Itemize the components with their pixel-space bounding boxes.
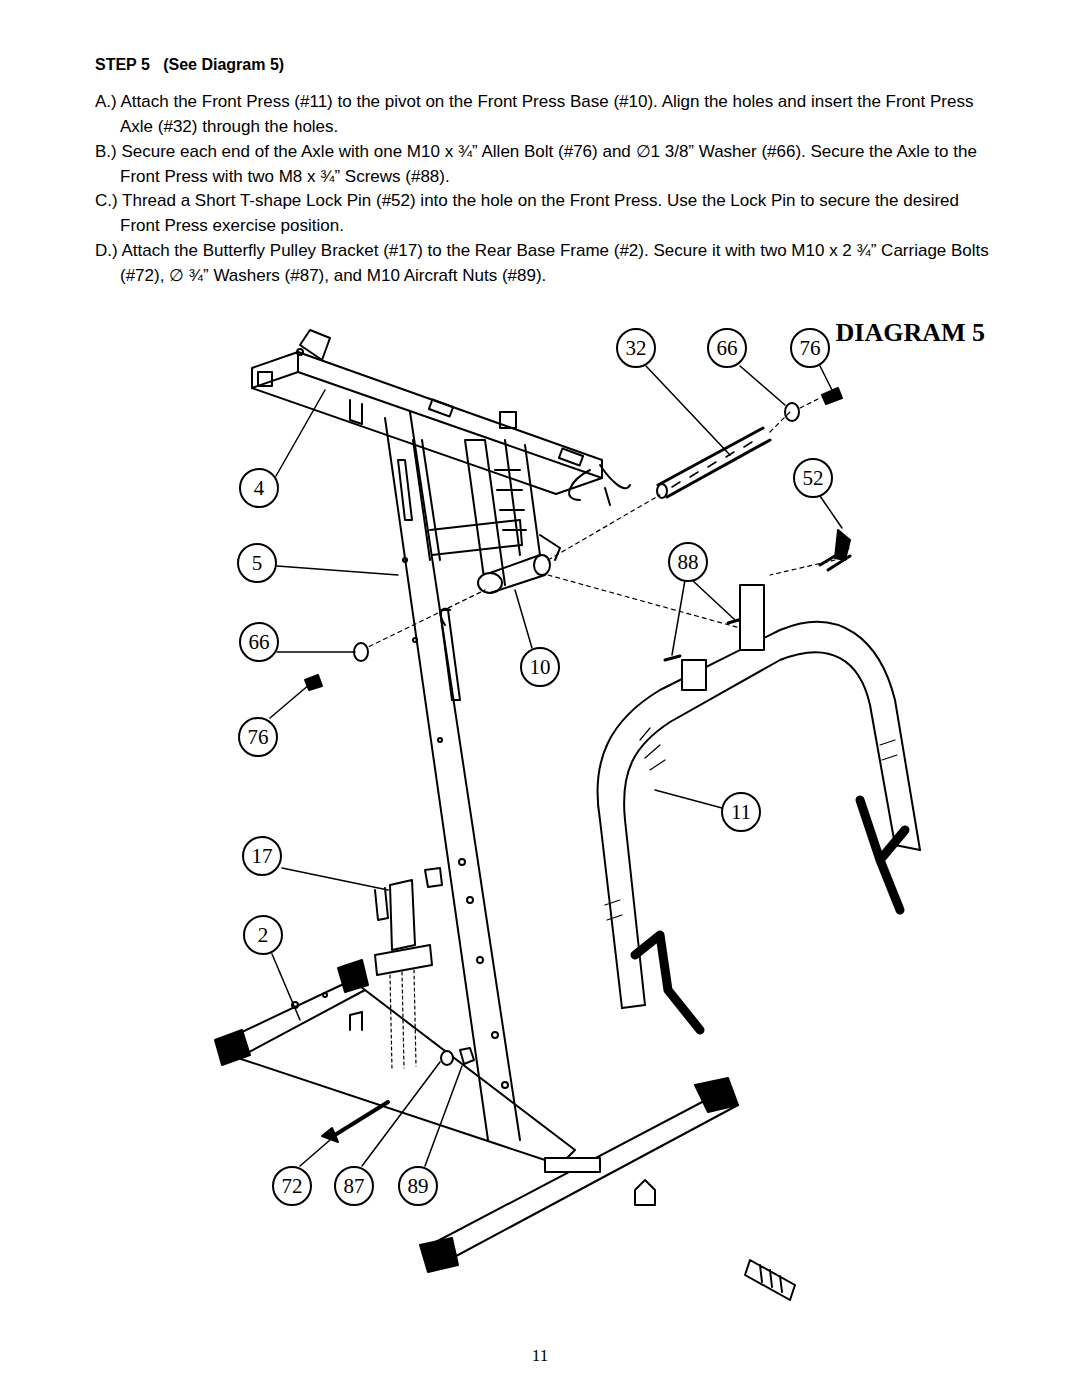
callout-text: 66 [249,630,270,655]
instruction-text: A.) Attach the Front Press (#11) to the … [95,90,990,139]
instruction-text: B.) Secure each end of the Axle with one… [95,140,990,189]
callout-number: 32 [616,328,656,368]
callout-number: 10 [520,647,560,687]
callout-number: 87 [334,1166,374,1206]
callout-text: 76 [800,336,821,361]
callout-text: 88 [678,550,699,575]
callout-number: 89 [398,1166,438,1206]
callout-text: 10 [530,655,551,680]
callout-number: 66 [239,622,279,662]
callout-text: 4 [254,476,265,501]
callout-text: 72 [282,1174,303,1199]
callout-text: 52 [803,466,824,491]
callout-number: 72 [272,1166,312,1206]
callout-number: 76 [790,328,830,368]
instruction-text: D.) Attach the Butterfly Pulley Bracket … [95,239,990,288]
callout-number: 17 [242,836,282,876]
callout-number: 5 [237,543,277,583]
callout-number: 11 [721,792,761,832]
callout-text: 87 [344,1174,365,1199]
callout-text: 17 [252,844,273,869]
page-number: 11 [532,1346,548,1366]
callout-number: 52 [793,458,833,498]
callout-text: 2 [258,923,269,948]
callout-number: 76 [238,717,278,757]
callout-number: 88 [668,542,708,582]
callout-number: 66 [707,328,747,368]
callout-text: 89 [408,1174,429,1199]
instruction-text: C.) Thread a Short T-shape Lock Pin (#52… [95,189,990,238]
step-heading: STEP 5 (See Diagram 5) [95,56,284,74]
diagram-heading: DIAGRAM 5 [836,318,986,348]
callout-number: 4 [239,468,279,508]
callout-text: 5 [252,551,263,576]
callout-text: 32 [626,336,647,361]
callout-text: 11 [731,800,751,825]
callout-text: 76 [248,725,269,750]
callout-number: 2 [243,915,283,955]
callout-text: 66 [717,336,738,361]
